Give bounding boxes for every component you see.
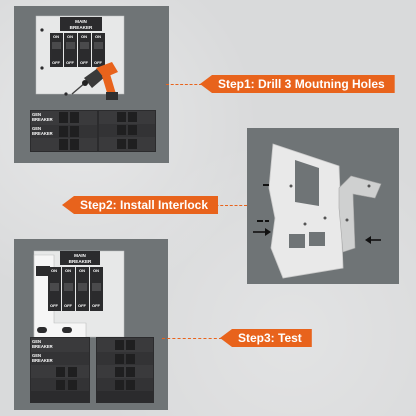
svg-text:OFF: OFF	[80, 60, 89, 65]
svg-text:OFF: OFF	[92, 303, 101, 308]
breaker-box-step3: MAIN BREAKER ON ON ON ON OFF OFF OFF OFF…	[30, 250, 154, 403]
svg-text:BREAKER: BREAKER	[69, 259, 92, 264]
svg-text:ON: ON	[93, 268, 99, 273]
mounting-hole-2	[40, 66, 44, 70]
svg-text:BREAKER: BREAKER	[32, 358, 53, 363]
interlock-plate-diagram	[253, 143, 382, 279]
main-breaker-label-1: MAIN	[75, 19, 87, 24]
svg-text:ON: ON	[95, 34, 101, 39]
arrow-left-icon	[365, 236, 381, 244]
main-breaker-switches	[50, 33, 105, 67]
svg-text:ON: ON	[51, 268, 57, 273]
svg-text:GEN: GEN	[32, 339, 41, 344]
svg-text:OFF: OFF	[66, 60, 75, 65]
svg-text:OFF: OFF	[78, 303, 87, 308]
svg-text:OFF: OFF	[52, 60, 61, 65]
svg-text:ON: ON	[67, 34, 73, 39]
drill-icon	[71, 62, 118, 100]
svg-text:MAIN: MAIN	[74, 253, 86, 258]
mounting-hole-3	[64, 92, 68, 96]
main-breaker-label-bg	[60, 251, 100, 265]
connector-step1	[166, 84, 202, 85]
gen-breaker-label-3: GEN	[32, 126, 41, 131]
main-breaker-label-bg	[60, 17, 102, 31]
step3-label: Step3: Test	[220, 329, 312, 347]
gen-breakers-left	[30, 337, 90, 403]
svg-text:ON: ON	[79, 268, 85, 273]
svg-text:OFF: OFF	[94, 60, 103, 65]
svg-text:OFF: OFF	[64, 303, 73, 308]
breaker-box-step1: MAIN BREAKER ON ON ON ON OFF OFF OFF OFF…	[30, 15, 156, 152]
step1-label: Step1: Drill 3 Moutning Holes	[200, 75, 395, 93]
branch-breakers-right	[96, 337, 154, 403]
svg-text:BREAKER: BREAKER	[32, 344, 53, 349]
svg-text:OFF: OFF	[50, 303, 59, 308]
svg-text:GEN: GEN	[32, 353, 41, 358]
gen-breakers-left	[30, 110, 98, 152]
svg-text:ON: ON	[81, 34, 87, 39]
branch-breakers-right	[98, 110, 156, 152]
main-breaker-switches	[48, 267, 103, 311]
svg-text:ON: ON	[65, 268, 71, 273]
interlock-bracket	[338, 175, 382, 253]
connector-step2	[206, 205, 247, 206]
svg-text:ON: ON	[53, 34, 59, 39]
gen-breaker-label-4: BREAKER	[32, 131, 53, 136]
connector-step3	[162, 338, 222, 339]
main-breaker-label-2: BREAKER	[70, 25, 93, 30]
step2-label: Step2: Install Interlock	[62, 196, 219, 214]
arrow-right-icon	[253, 228, 271, 236]
gen-breaker-label-2: BREAKER	[32, 117, 53, 122]
mounting-hole-1	[40, 28, 44, 32]
gen-breaker-label-1: GEN	[32, 112, 41, 117]
